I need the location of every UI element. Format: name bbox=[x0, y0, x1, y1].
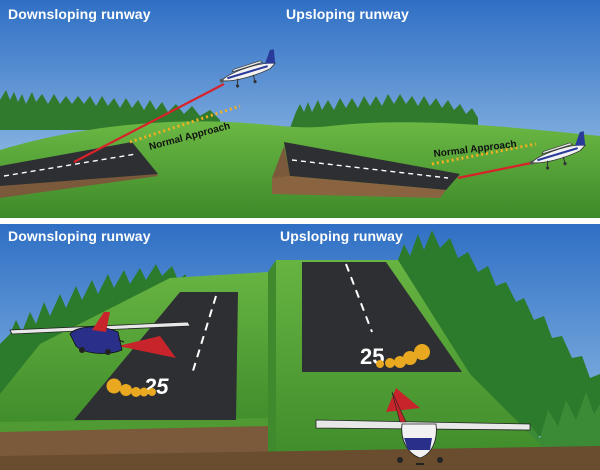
top-right-heading: Upsloping runway bbox=[286, 6, 409, 22]
top-scene: Normal Approach Normal Approach bbox=[0, 0, 600, 218]
left-runway bbox=[0, 142, 158, 198]
bottom-left-heading: Downsloping runway bbox=[8, 228, 151, 244]
left-airplane bbox=[9, 312, 191, 355]
right-plateau-wall bbox=[268, 260, 276, 470]
top-left-heading: Downsloping runway bbox=[8, 6, 151, 22]
left-airplane bbox=[219, 49, 277, 88]
right-actual-path bbox=[457, 160, 537, 180]
left-normal-approach-path bbox=[129, 104, 241, 144]
right-runway bbox=[272, 142, 460, 198]
right-airplane bbox=[315, 391, 531, 465]
left-visual-cue bbox=[106, 378, 156, 397]
bottom-panel: 25 25 bbox=[0, 224, 600, 470]
right-runway-centerline bbox=[345, 263, 373, 333]
top-panel: Normal Approach Normal Approach Downslop… bbox=[0, 0, 600, 218]
right-sight-wedge bbox=[386, 388, 420, 412]
tree-line-right bbox=[290, 94, 478, 132]
left-cliff-edge bbox=[0, 418, 268, 432]
bottom-ground bbox=[0, 446, 600, 470]
bottom-right-heading: Upsloping runway bbox=[280, 228, 403, 244]
right-airplane bbox=[529, 131, 587, 170]
left-actual-path bbox=[73, 83, 225, 163]
bottom-scene: 25 25 bbox=[0, 224, 600, 470]
tree-line-left bbox=[0, 90, 220, 130]
left-sight-wedge bbox=[118, 336, 176, 358]
right-visual-cue bbox=[376, 344, 430, 368]
